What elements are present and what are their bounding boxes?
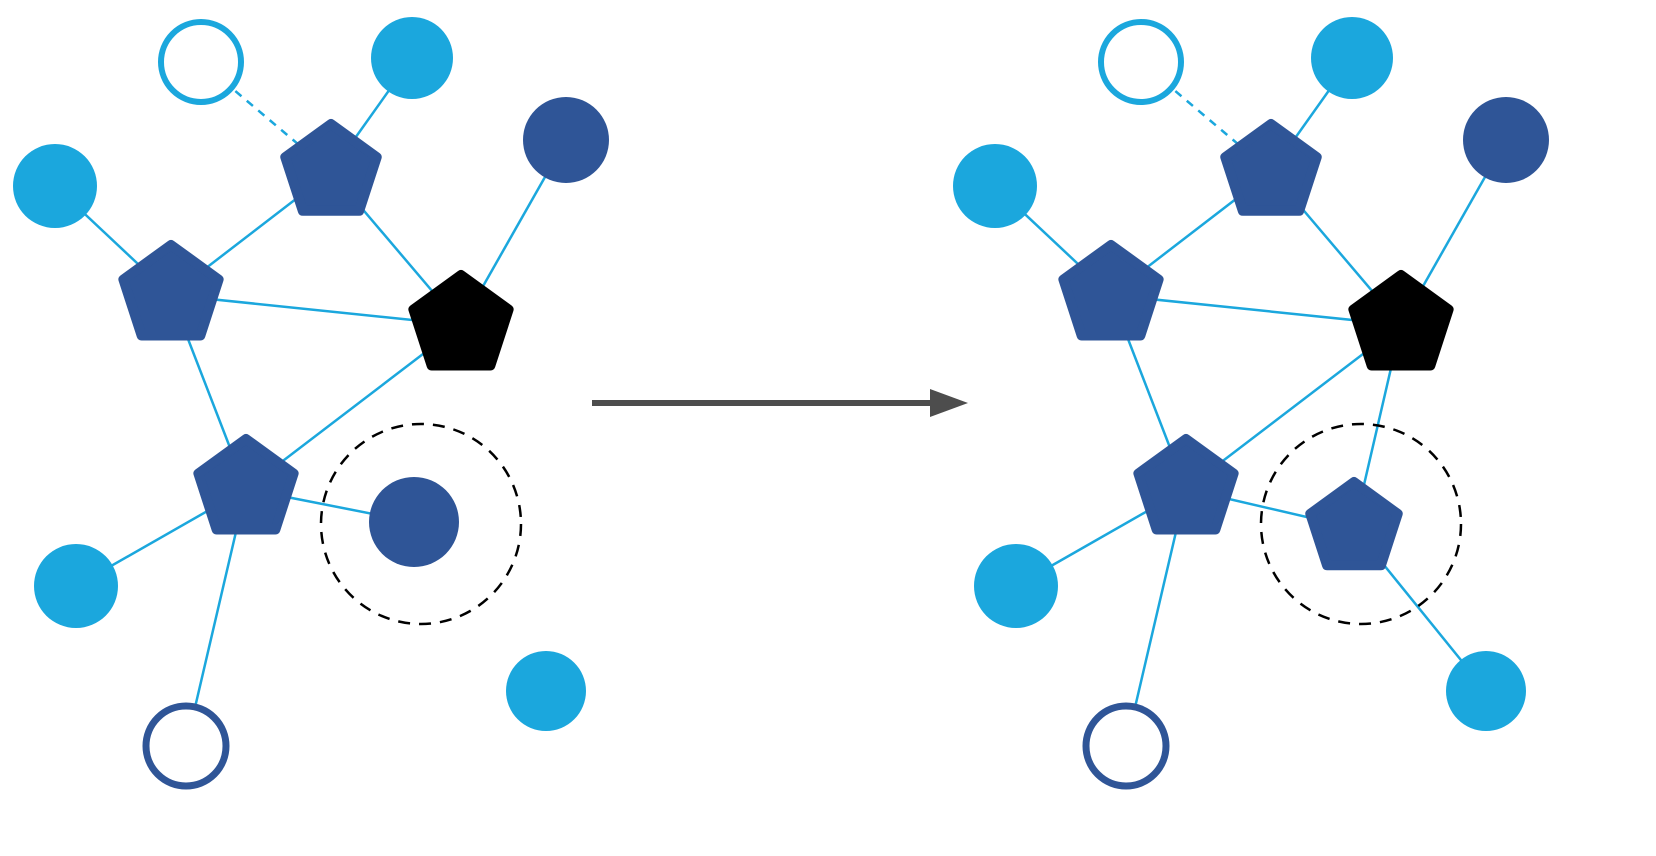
after-node-hollow-cyan-circle (1098, 19, 1184, 105)
after-node-pentagon-highlighted (1305, 477, 1403, 571)
before-node-navy-circle-right (523, 97, 609, 183)
after-node-pentagon-top (1220, 119, 1322, 216)
before-node-cyan-circle-bottomright (506, 651, 586, 731)
before-node-navy-circle-highlighted (369, 477, 459, 567)
before-node-pentagon-left (118, 240, 224, 341)
after-node-cyan-circle-top (1311, 17, 1393, 99)
after-node-pentagon-lower (1133, 434, 1239, 535)
after-node-pentagon-left (1058, 240, 1164, 341)
before-node-pentagon-black (408, 270, 514, 371)
after-node-pentagon-black (1348, 270, 1454, 371)
before-node-cyan-circle-left (13, 144, 97, 228)
after-node-cyan-circle-bottomleft (974, 544, 1058, 628)
after-node-hollow-navy-circle (1082, 702, 1170, 790)
after-node-cyan-circle-left (953, 144, 1037, 228)
before-node-hollow-cyan-circle (158, 19, 244, 105)
transformation-arrow (592, 389, 968, 417)
before-node-cyan-circle-top (371, 17, 453, 99)
before-node-cyan-circle-bottomleft (34, 544, 118, 628)
after-node-cyan-circle-bottomright (1446, 651, 1526, 731)
before-graph (13, 17, 609, 790)
after-graph (953, 17, 1549, 790)
before-highlight-dashed-circle (319, 422, 523, 626)
before-node-pentagon-lower (193, 434, 299, 535)
before-node-hollow-navy-circle (142, 702, 230, 790)
after-highlight-dashed-circle (1259, 422, 1463, 626)
before-node-pentagon-top (280, 119, 382, 216)
after-node-navy-circle-right (1463, 97, 1549, 183)
arrow-head-icon (930, 389, 968, 417)
